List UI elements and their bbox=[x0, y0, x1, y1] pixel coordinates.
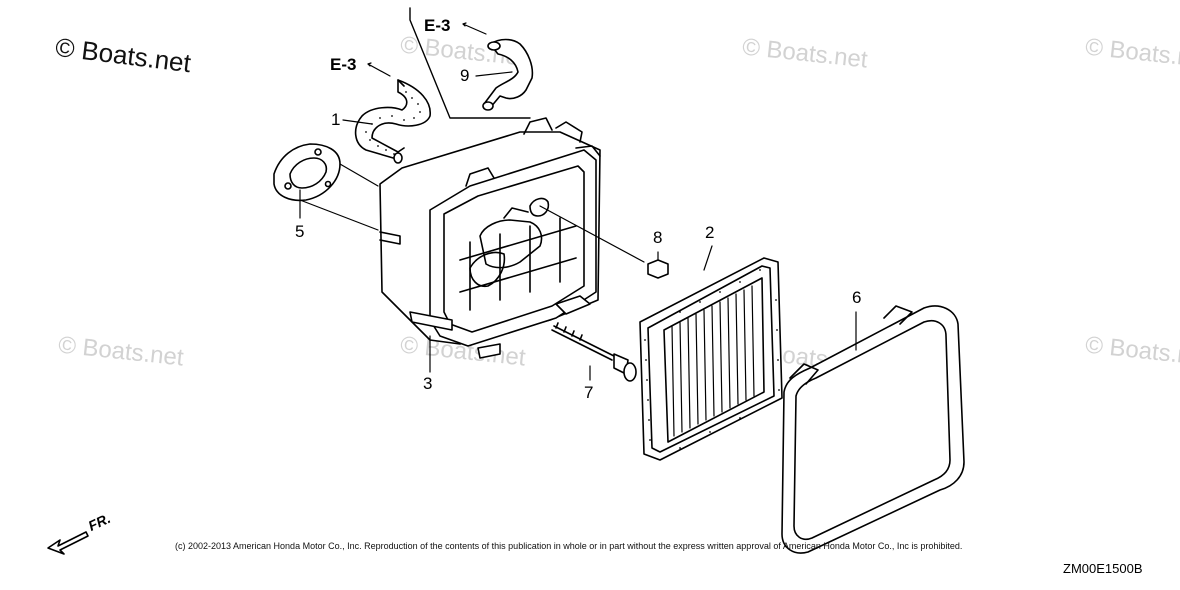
callout-6: 6 bbox=[852, 288, 862, 307]
diagram-code: ZM00E1500B bbox=[1063, 561, 1143, 576]
front-direction-arrow bbox=[47, 531, 89, 555]
callout-7: 7 bbox=[584, 383, 594, 402]
bolt-small bbox=[539, 205, 669, 279]
copyright-notice: (c) 2002-2013 American Honda Motor Co., … bbox=[175, 541, 963, 551]
reference-e3-left[interactable]: E-3 bbox=[330, 55, 357, 74]
reference-e3-top[interactable]: E-3 bbox=[424, 16, 451, 35]
bolt-long bbox=[551, 322, 637, 382]
air-cleaner-cover bbox=[781, 305, 965, 554]
breather-tube-left bbox=[342, 79, 431, 164]
callout-5: 5 bbox=[295, 222, 305, 241]
air-cleaner-case bbox=[379, 117, 601, 373]
breather-tube-right bbox=[475, 38, 534, 111]
callout-1: 1 bbox=[331, 110, 341, 129]
callout-8: 8 bbox=[653, 228, 663, 247]
callout-3: 3 bbox=[423, 374, 433, 393]
air-filter-element bbox=[639, 245, 783, 461]
callout-2: 2 bbox=[705, 223, 715, 242]
gasket bbox=[273, 143, 379, 231]
callout-9: 9 bbox=[460, 66, 470, 85]
